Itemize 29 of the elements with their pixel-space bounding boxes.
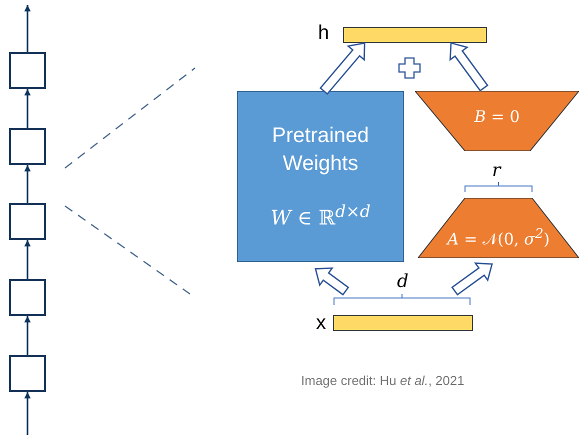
vector-label: h bbox=[318, 22, 330, 45]
layer-box bbox=[9, 128, 46, 165]
arrow bbox=[24, 316, 31, 355]
layer-box bbox=[9, 203, 46, 240]
vector-label: x bbox=[316, 312, 326, 335]
layer-box bbox=[9, 355, 46, 392]
weights-block bbox=[237, 91, 404, 262]
trapezoid-block bbox=[418, 198, 579, 258]
block-title: Pretrained Weights bbox=[271, 123, 370, 177]
layer-box bbox=[9, 279, 46, 316]
dimension-label: d bbox=[397, 271, 409, 292]
arrow bbox=[24, 392, 31, 435]
layer-box bbox=[9, 52, 46, 89]
arrow bbox=[24, 165, 31, 203]
dimension-label: r bbox=[492, 160, 501, 181]
trapezoid-block bbox=[415, 91, 579, 151]
hollow-arrow bbox=[314, 267, 350, 296]
vector-bar bbox=[343, 27, 487, 43]
hollow-arrow bbox=[319, 42, 366, 95]
arrow bbox=[24, 240, 31, 279]
math-label: B = 0 bbox=[474, 107, 520, 126]
arrow bbox=[24, 5, 31, 52]
hollow-arrow bbox=[449, 42, 488, 92]
vector-bar bbox=[333, 315, 473, 331]
math-label: W ∈ ℝ$^{d×d}$ bbox=[270, 201, 370, 230]
math-label: A = 𝒩(0, σ$^{2}$) bbox=[447, 227, 550, 248]
hollow-arrow bbox=[451, 262, 493, 296]
arrow bbox=[24, 89, 31, 128]
image-credit-caption: Image credit: Hu et al., 2021 bbox=[301, 373, 464, 388]
